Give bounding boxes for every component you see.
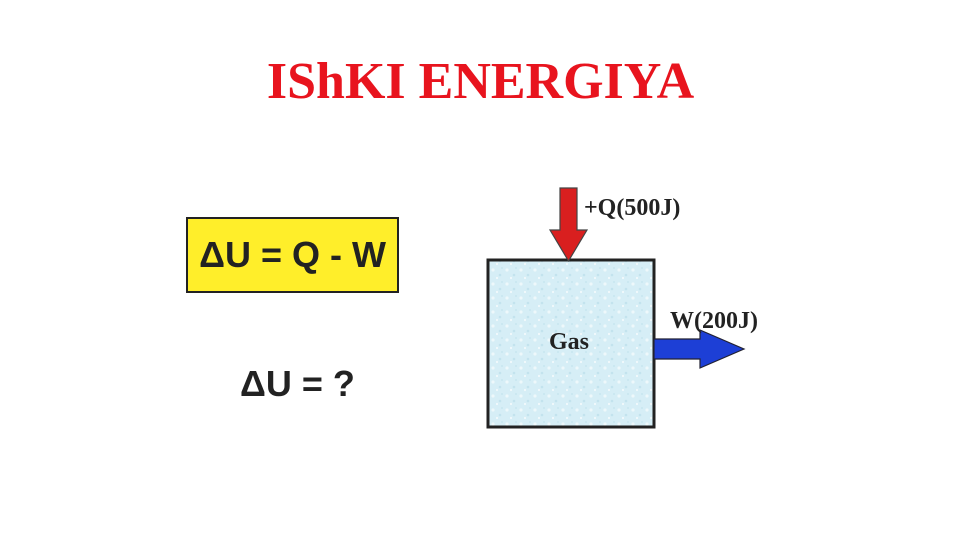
work-arrow [653, 329, 746, 369]
gas-container [486, 258, 656, 429]
heat-arrow [548, 187, 589, 263]
gas-label: Gas [549, 329, 589, 355]
formula-box: ΔU = Q - W [186, 217, 399, 293]
work-label: W(200J) [670, 308, 758, 334]
heat-label: +Q(500J) [584, 195, 680, 221]
formula-text: ΔU = Q - W [199, 234, 386, 275]
question-text: ΔU = ? [240, 363, 355, 404]
page-title: IShKI ENERGIYA [266, 53, 695, 110]
